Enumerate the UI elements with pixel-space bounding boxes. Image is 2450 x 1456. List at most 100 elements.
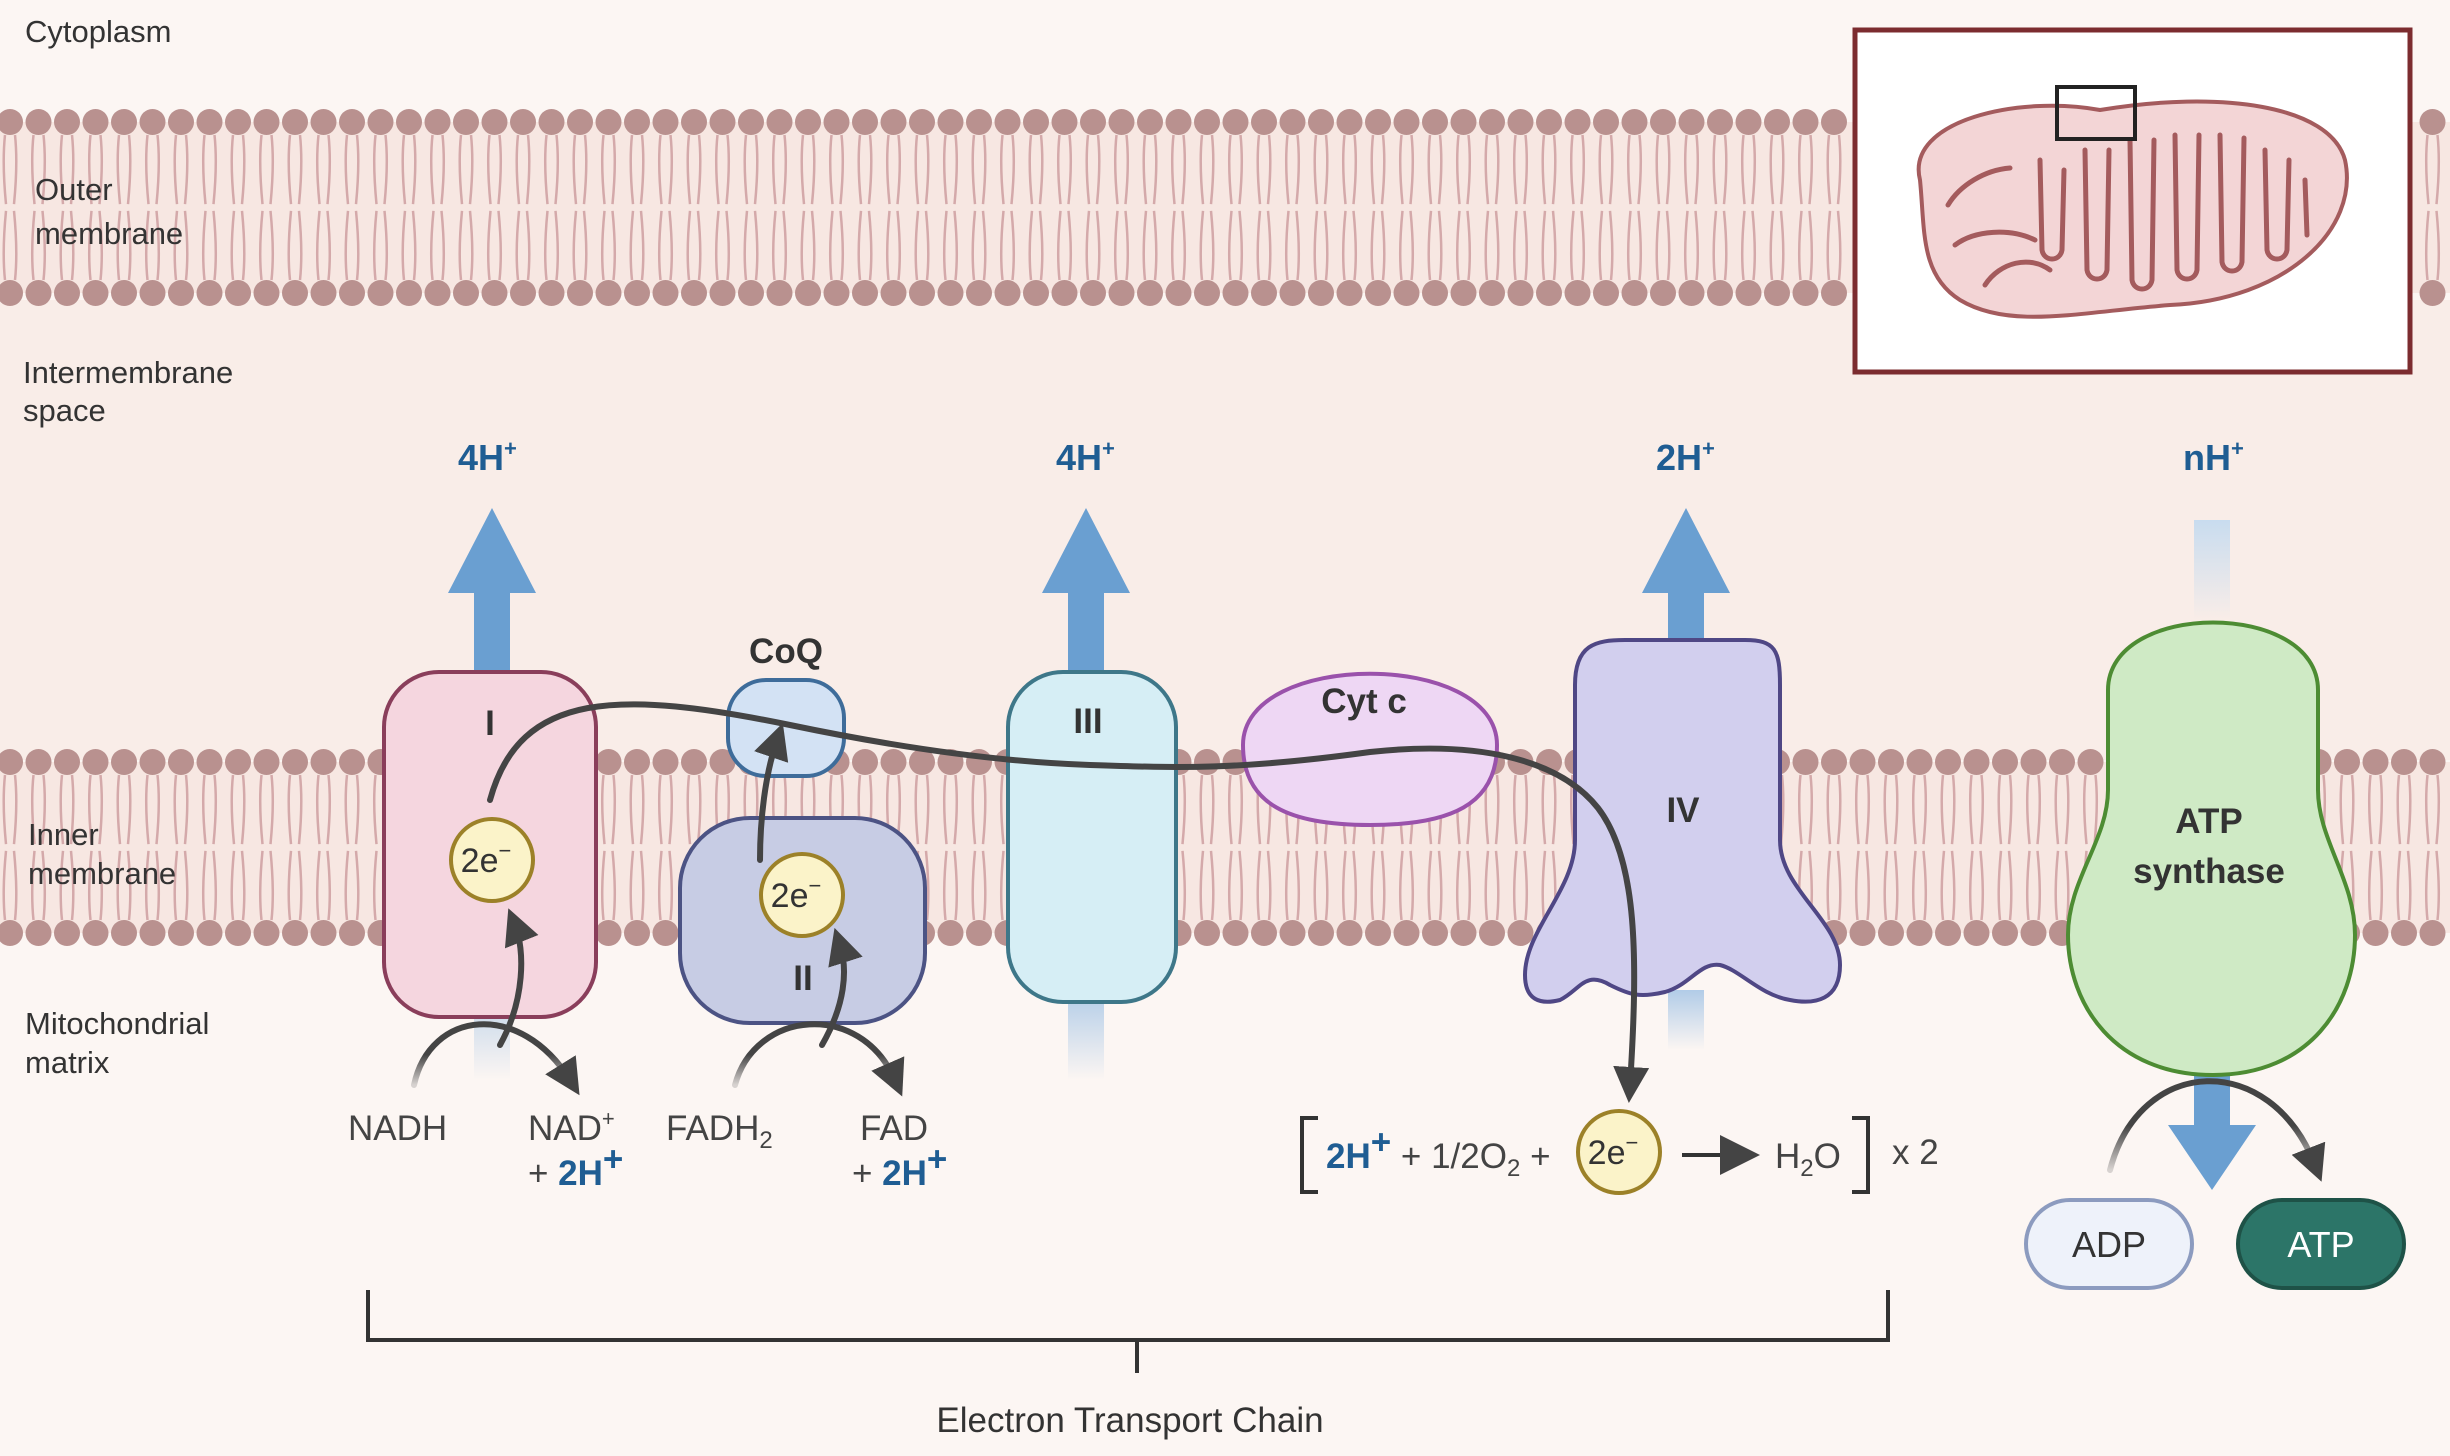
lipid-head	[111, 920, 137, 946]
lipid-head	[880, 280, 907, 306]
lipid-head	[1992, 749, 2018, 775]
lipid-tails	[116, 134, 132, 281]
lipid-head	[1137, 109, 1163, 135]
lipid-head	[1735, 280, 1762, 306]
lipid-head	[709, 749, 736, 775]
lipid-head	[1621, 109, 1648, 135]
lipid-tails	[144, 774, 161, 921]
lipid-head	[1792, 280, 1819, 306]
lipid-head	[1764, 280, 1790, 306]
lipid-head	[225, 280, 251, 306]
lipid-tails	[2054, 774, 2070, 921]
lipid-head	[1308, 280, 1334, 306]
atp-label: ATP	[2287, 1224, 2354, 1265]
lipid-head	[681, 109, 707, 135]
lipid-head	[1393, 920, 1420, 946]
complex-iii: III	[1006, 670, 1178, 1004]
lipid-head	[1878, 749, 1904, 775]
lipid-head	[595, 280, 622, 306]
lipid-head	[595, 749, 622, 775]
reaction-right-bracket	[1852, 1116, 1870, 1194]
inner-membrane-label-line1: Inner	[28, 817, 99, 852]
lipid-head	[1422, 280, 1448, 306]
electron-badge-complex-ii	[759, 852, 845, 938]
lipid-head	[852, 109, 878, 135]
lipid-head	[1450, 109, 1477, 135]
electron-transfer-path	[487, 701, 1650, 1103]
fad-proton-label: + 2H+	[852, 1140, 947, 1193]
lipid-head	[2049, 749, 2075, 775]
reaction-multiplier-label: x 2	[1892, 1133, 1939, 1172]
lipid-tails	[771, 774, 788, 921]
lipid-head	[1422, 109, 1448, 135]
adp-pill	[2024, 1198, 2194, 1290]
electron-badge-complex-i	[449, 817, 535, 903]
lipid-tails	[1712, 134, 1728, 281]
lipid-head	[168, 920, 194, 946]
water-product-label: H2O	[1775, 1137, 1841, 1182]
lipid-head	[709, 280, 736, 306]
lipid-head	[82, 280, 109, 306]
lipid-head	[1507, 109, 1534, 135]
inset-zoom-box	[2055, 85, 2137, 141]
lipid-head	[0, 920, 23, 946]
lipid-tails	[2424, 774, 2441, 921]
lipid-tails	[885, 774, 902, 921]
lipid-tails	[230, 774, 246, 921]
lipid-head	[339, 920, 365, 946]
lipid-head	[1279, 109, 1306, 135]
lipid-tails	[999, 134, 1016, 281]
lipid-head	[25, 280, 52, 306]
lipid-tails	[714, 774, 731, 921]
lipid-tails	[201, 774, 218, 921]
lipid-tails	[2424, 134, 2441, 281]
lipid-head	[0, 749, 23, 775]
lipid-head	[1678, 280, 1705, 306]
lipid-head	[1678, 109, 1705, 135]
lipid-head	[624, 280, 650, 306]
lipid-head	[2419, 920, 2446, 946]
lipid-head	[1165, 280, 1192, 306]
proton-channel-complex-iii-bottom	[1068, 990, 1104, 1080]
lipid-tails	[2082, 774, 2099, 921]
lipid-head	[54, 280, 80, 306]
lipid-head	[453, 109, 479, 135]
lipid-head	[1365, 280, 1391, 306]
lipid-tails	[1256, 134, 1272, 281]
lipid-head	[339, 280, 365, 306]
lipid-head	[1507, 920, 1534, 946]
lipid-head	[823, 109, 850, 135]
proton-arrow-shaft-complex-i	[474, 585, 510, 675]
lipid-tails	[401, 134, 417, 281]
lipid-head	[1194, 109, 1220, 135]
lipid-head	[1593, 280, 1619, 306]
lipid-head	[1821, 109, 1847, 135]
lipid-tails	[743, 774, 759, 921]
lipid-head	[139, 749, 166, 775]
lipid-head	[1279, 920, 1306, 946]
fadh2-oxidation-curve	[732, 1021, 905, 1097]
lipid-tails	[1370, 134, 1386, 281]
lipid-head	[852, 749, 878, 775]
lipid-head	[1593, 109, 1619, 135]
lipid-tails	[144, 134, 161, 281]
lipid-head	[1051, 109, 1078, 135]
lipid-head	[1878, 920, 1904, 946]
lipid-tails	[1883, 774, 1899, 921]
lipid-tails	[629, 774, 645, 921]
lipid-tails	[1655, 134, 1671, 281]
complex-ii-label: II	[793, 959, 812, 998]
mitochondrial-matrix-label-line1: Mitochondrial	[25, 1006, 209, 1041]
lipid-head	[82, 109, 109, 135]
complex-i-label: I	[485, 704, 495, 743]
electron-transport-chain-bracket: Electron Transport Chain	[366, 1290, 1890, 1440]
atp-synthase: ATP synthase	[2065, 620, 2358, 1078]
lipid-head	[0, 109, 23, 135]
lipid-head	[1963, 749, 1990, 775]
reaction-reactants-label: 2H+ + 1/2O2 +	[1326, 1123, 1551, 1182]
atp-synthase-body	[2065, 620, 2358, 1078]
lipid-head	[1821, 280, 1847, 306]
lipid-tails	[344, 134, 360, 281]
proton-arrow-head-complex-iv	[1642, 508, 1730, 593]
lipid-head	[738, 280, 764, 306]
